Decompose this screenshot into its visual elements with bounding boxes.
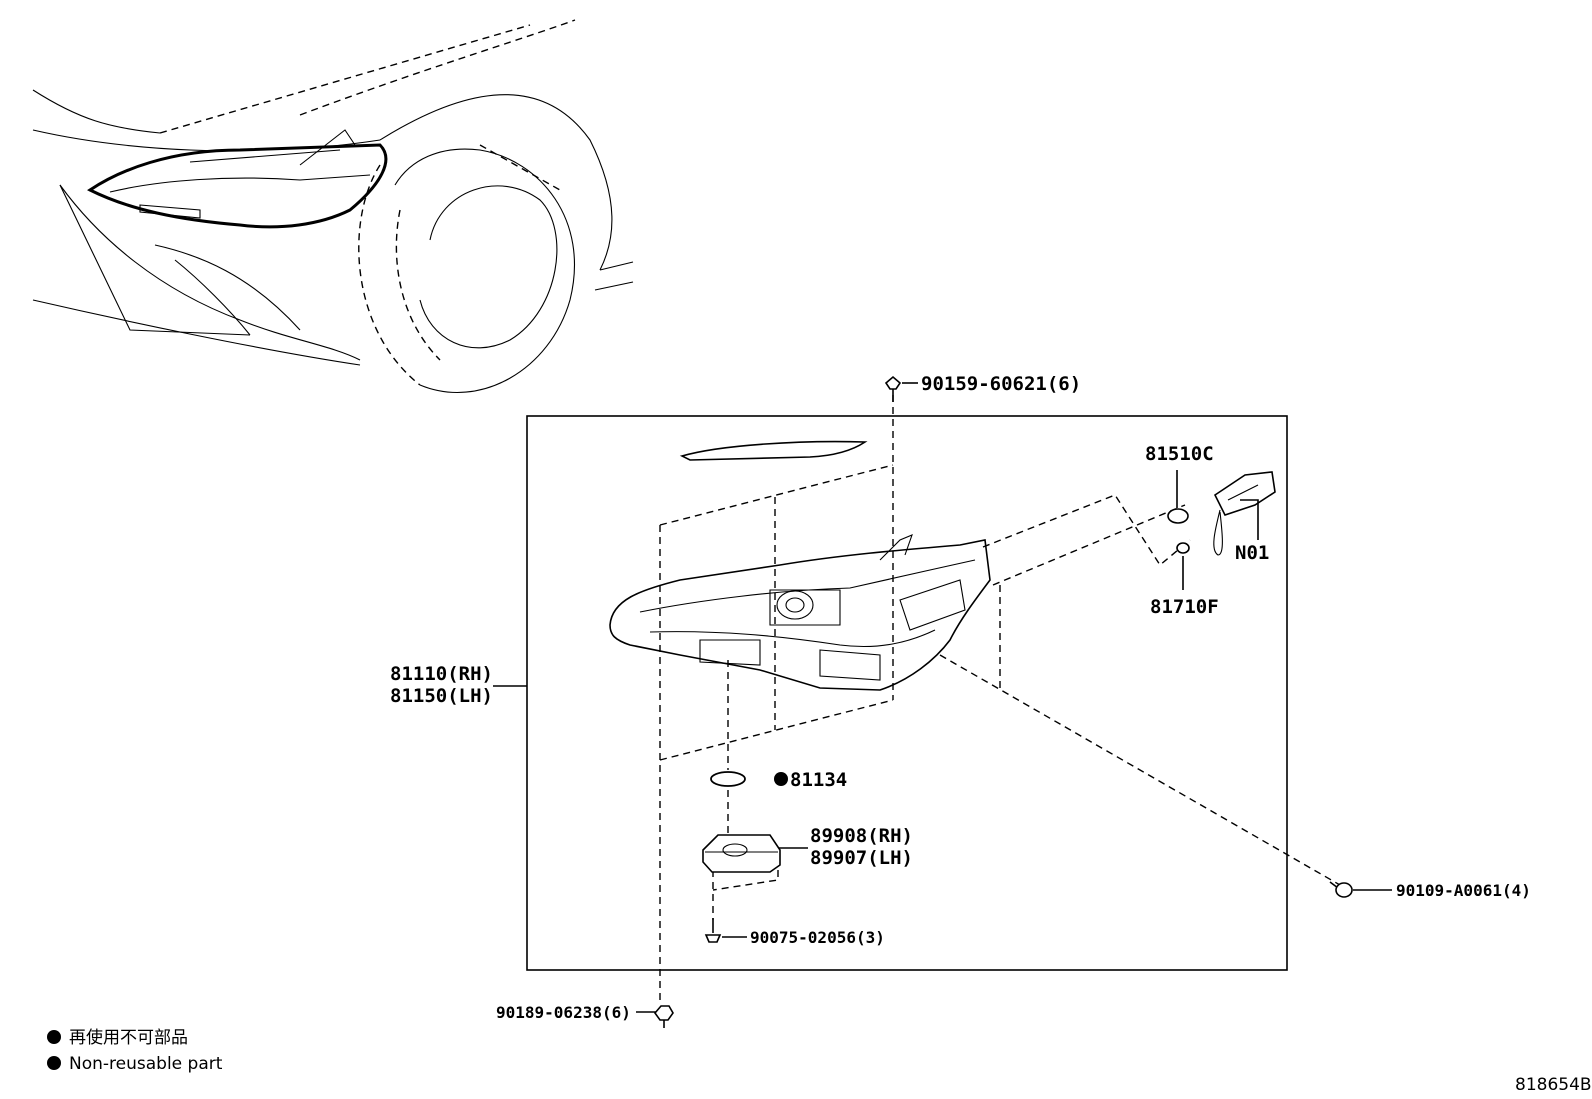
label-bolt-top: 90159-60621(6) <box>921 373 1081 395</box>
wire-harness-part <box>1213 471 1276 556</box>
assembly-guide-lines <box>659 395 1341 1000</box>
legend-bullet-japanese <box>47 1030 61 1044</box>
label-headlamp-lh: 81150(LH) <box>390 685 493 707</box>
label-harness: N01 <box>1235 542 1269 564</box>
headlamp-assembly-part <box>609 534 991 691</box>
label-bulb: 81710F <box>1150 596 1219 618</box>
leader-lines <box>493 382 1392 1013</box>
trim-strip-part <box>679 440 868 461</box>
legend-english-text: Non-reusable part <box>69 1054 223 1074</box>
screw-ballast-part <box>704 918 722 943</box>
label-socket: 81510C <box>1145 443 1214 465</box>
ballast-part <box>702 834 781 873</box>
legend-japanese-text: 再使用不可部品 <box>69 1027 188 1048</box>
label-gasket: 81134 <box>790 769 847 791</box>
legend-bullet-english <box>47 1056 61 1070</box>
label-screw-right: 90109-A0061(4) <box>1396 881 1531 900</box>
label-screw-ballast: 90075-02056(3) <box>750 928 885 947</box>
screw-right-part <box>1329 881 1353 898</box>
label-ballast-rh: 89908(RH) <box>810 825 913 847</box>
bulb-part <box>1176 542 1190 554</box>
assembly-frame <box>526 415 1288 971</box>
bolt-top-part <box>884 375 902 402</box>
label-headlamp-rh: 81110(RH) <box>390 663 493 685</box>
bolt-bottom-part <box>653 1005 674 1028</box>
label-ballast-lh: 89907(LH) <box>810 847 913 869</box>
label-bolt-bottom: 90189-06238(6) <box>496 1003 631 1022</box>
car-front-corner-illustration <box>32 19 634 394</box>
socket-part <box>1167 508 1189 524</box>
non-reusable-marker-gasket <box>774 772 788 786</box>
legend: 再使用不可部品 Non-reusable part <box>47 1027 223 1074</box>
diagram-id: 818654B <box>1515 1075 1592 1095</box>
gasket-ring-part <box>710 771 746 787</box>
